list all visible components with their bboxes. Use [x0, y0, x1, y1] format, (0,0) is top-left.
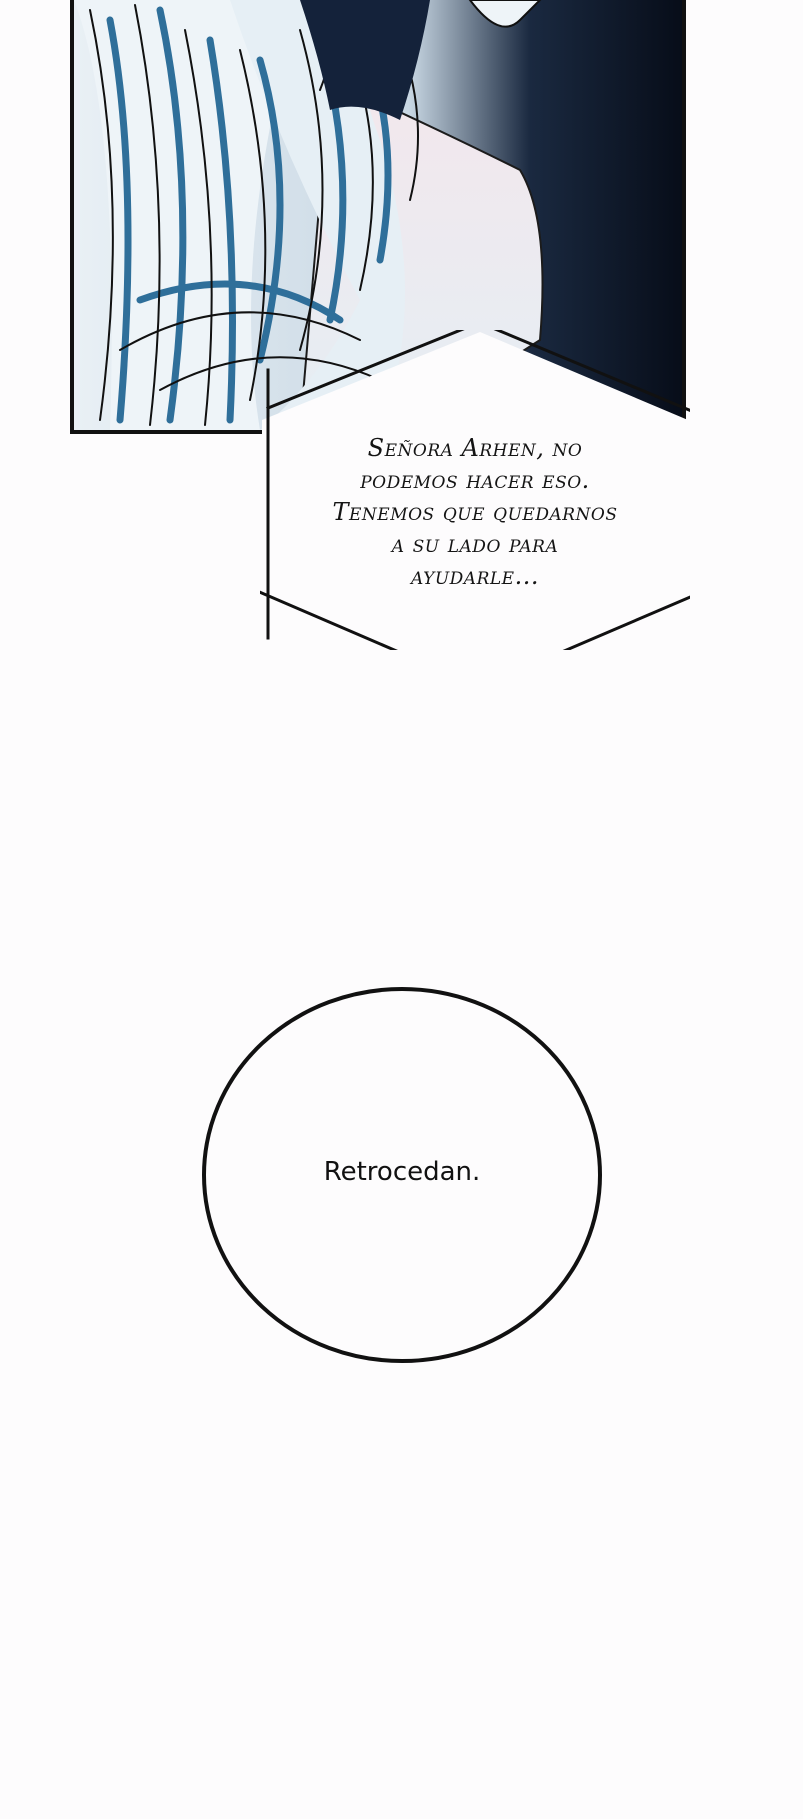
caption-line: Señora Arhen, no	[367, 434, 583, 462]
caption-line: Tenemos que quedarnos	[332, 498, 618, 526]
caption-line: a su lado para	[391, 530, 559, 558]
caption-hexagon-box	[260, 330, 690, 650]
caption-line: ayudarle...	[411, 562, 539, 590]
hair-illustration	[70, 0, 686, 434]
speech-bubble	[202, 987, 602, 1363]
caption-text: Señora Arhen, no podemos hacer eso. Tene…	[290, 432, 660, 592]
speech-bubble-text: Retrocedan.	[323, 1157, 481, 1187]
comic-panel-illustration	[0, 0, 803, 720]
caption-line: podemos hacer eso.	[360, 466, 590, 494]
